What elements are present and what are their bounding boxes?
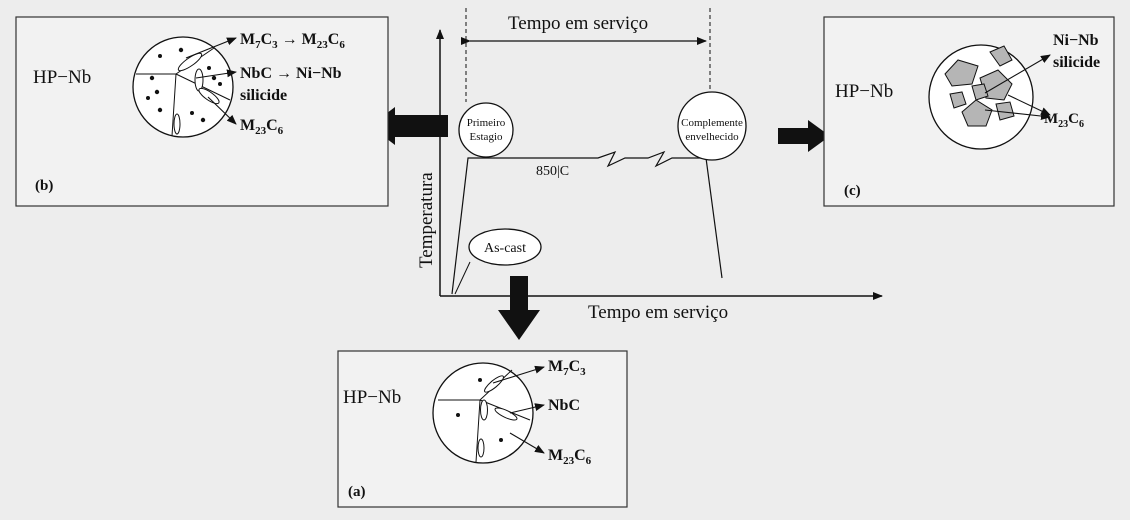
panel-a-label-1: M7C3 bbox=[548, 358, 586, 378]
panel-a-alloy: HP−Nb bbox=[343, 387, 401, 408]
as-cast-ramp bbox=[454, 261, 471, 295]
panel-b-label-2: NbC → Ni−Nb bbox=[240, 65, 342, 82]
as-cast-label: As-cast bbox=[484, 241, 526, 256]
panel-c-aggregates bbox=[944, 45, 1015, 127]
panel-a-precipitates bbox=[456, 378, 503, 442]
panel-c-alloy: HP−Nb bbox=[835, 81, 893, 102]
panel-c: HP−Nb (c) Ni−Nb silicide M23C6 bbox=[823, 16, 1115, 207]
panel-b-label-1: M7C3→M23C6 bbox=[240, 31, 345, 51]
x-axis-label: Tempo em serviço bbox=[588, 302, 728, 323]
panel-c-label-2: silicide bbox=[1053, 54, 1100, 71]
panel-b-alloy: HP−Nb bbox=[33, 67, 91, 88]
top-time-label: Tempo em serviço bbox=[508, 13, 648, 34]
panel-b-label-3: silicide bbox=[240, 87, 287, 104]
panel-a-tag: (a) bbox=[348, 484, 366, 500]
panel-a: HP−Nb (a) M7C3 NbC M23C6 bbox=[337, 350, 628, 508]
as-cast-node bbox=[468, 228, 542, 266]
panel-b-precipitates bbox=[146, 47, 222, 123]
panel-b-microstructure bbox=[132, 36, 234, 138]
y-axis-label: Temperatura bbox=[416, 172, 437, 268]
temperature-label: 850|C bbox=[536, 164, 569, 179]
panel-c-label-1: Ni−Nb bbox=[1053, 32, 1099, 49]
panel-b-label-4: M23C6 bbox=[240, 117, 284, 137]
panel-b: HP−Nb (b) M7C3→M23C6 NbC → Ni−Nb silicid… bbox=[15, 16, 389, 207]
arrow-to-panel-b bbox=[370, 107, 448, 145]
panel-a-label-3: M23C6 bbox=[548, 447, 592, 467]
first-stage-label-2: Estagio bbox=[470, 131, 503, 143]
fully-aged-label-2: envelhecido bbox=[685, 131, 739, 143]
panel-a-label-2: NbC bbox=[548, 397, 580, 414]
panel-b-tag: (b) bbox=[35, 178, 53, 194]
arrow-to-panel-c bbox=[778, 120, 830, 152]
temperature-profile bbox=[451, 150, 723, 295]
panel-c-label-3: M23C6 bbox=[1044, 111, 1084, 130]
arrow-to-panel-a bbox=[498, 276, 540, 340]
fully-aged-node bbox=[677, 91, 747, 161]
fully-aged-label-1: Complemente bbox=[681, 117, 743, 129]
first-stage-node bbox=[458, 102, 514, 158]
first-stage-label-1: Primeiro bbox=[467, 117, 506, 129]
panel-c-tag: (c) bbox=[844, 183, 861, 199]
